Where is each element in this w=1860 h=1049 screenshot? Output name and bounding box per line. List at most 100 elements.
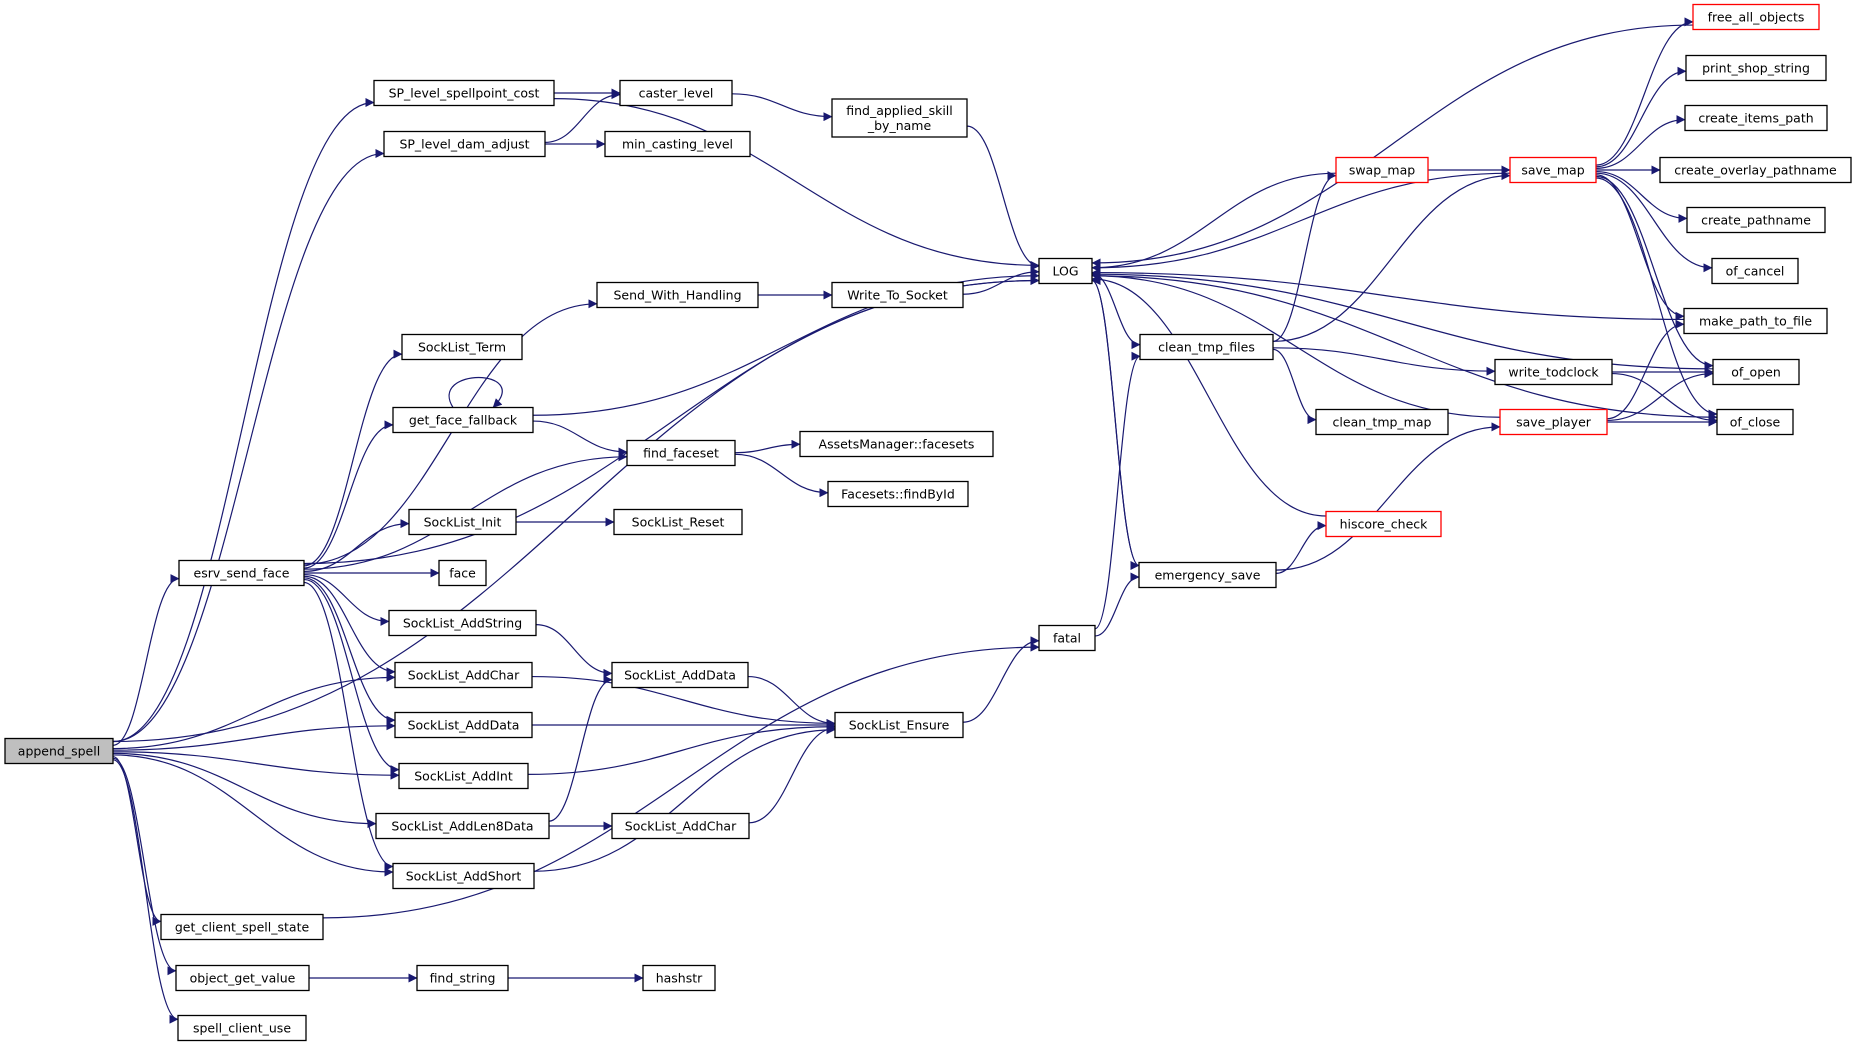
node-socklist-term[interactable]: SockList_Term [401,333,523,361]
node-assetsmanager-facesets[interactable]: AssetsManager::facesets [799,430,994,458]
node-socklist-reset[interactable]: SockList_Reset [613,508,743,536]
node-of-open[interactable]: of_open [1712,358,1800,386]
call-edge-save_map-to-print_shop_string [1595,66,1687,168]
node-find-faceset[interactable]: find_faceset [626,439,736,467]
node-socklist-addint[interactable]: SockList_AddInt [398,762,529,790]
node-box [388,609,537,637]
node-socklist-adddata-2[interactable]: SockList_AddData [611,661,749,689]
call-edge-emergency_save-to-hiscore_check [1275,521,1327,574]
call-edge-get_face_fallback-to-get_face_fallback [448,377,503,408]
node-socklist-addchar-1[interactable]: SockList_AddChar [394,661,533,689]
node-find-string[interactable]: find_string [416,964,509,992]
node-save-map[interactable]: save_map [1509,156,1597,184]
node-free-all-objects[interactable]: free_all_objects [1692,3,1820,31]
node-box [1692,3,1820,31]
call-edge-esrv_send_face-to-SockList_AddInt [303,578,400,775]
node-label: SockList_AddString [403,616,522,631]
node-box [394,711,533,739]
node-label: of_cancel [1726,264,1785,279]
node-label: Write_To_Socket [847,288,948,303]
node-caster-level[interactable]: caster_level [619,79,733,107]
call-edge-save_player-to-make_path_to_file [1606,319,1685,420]
call-edge-get_client_spell_state-to-fatal [322,642,1040,919]
node-clean-tmp-files[interactable]: clean_tmp_files [1139,333,1274,361]
node-socklist-ensure[interactable]: SockList_Ensure [834,711,964,739]
node-swap-map[interactable]: swap_map [1335,156,1429,184]
node-min-casting-level[interactable]: min_casting_level [604,130,751,158]
node-get-client-spell-state[interactable]: get_client_spell_state [160,913,324,941]
call-edge-save_map-to-create_items_path [1595,115,1686,169]
node-write-to-socket[interactable]: Write_To_Socket [831,281,964,309]
node-box [1139,333,1274,361]
call-edge-make_path_to_file-to-LOG [1091,268,1685,321]
node-label: append_spell [18,744,100,759]
node-spell-client-use[interactable]: spell_client_use [177,1014,307,1042]
node-label: SockList_AddChar [625,819,737,834]
node-facesets-findbyid[interactable]: Facesets::findById [827,480,969,508]
node-box [827,480,969,508]
node-emergency-save[interactable]: emergency_save [1138,561,1277,589]
call-edge-find_faceset-to-AssetsManager_facesets [734,439,801,454]
node-box [626,439,736,467]
node-box [799,430,994,458]
node-face[interactable]: face [438,559,487,587]
node-clean-tmp-map[interactable]: clean_tmp_map [1315,408,1449,436]
node-create-pathname[interactable]: create_pathname [1686,206,1826,234]
node-make-path-to-file[interactable]: make_path_to_file [1683,307,1828,335]
node-label: SockList_AddInt [414,769,513,784]
node-box [178,559,305,587]
node-print-shop-string[interactable]: print_shop_string [1685,54,1827,82]
node-box [596,281,759,309]
call-edge-esrv_send_face-to-SockList_AddChar_1 [303,575,396,677]
node-hashstr[interactable]: hashstr [642,964,716,992]
node-append-spell[interactable]: append_spell [4,737,114,765]
node-label: spell_client_use [193,1021,291,1036]
node-of-close[interactable]: of_close [1716,408,1794,436]
node-sp-level-spellpoint-cost[interactable]: SP_level_spellpoint_cost [373,79,555,107]
node-create-overlay-pathname[interactable]: create_overlay_pathname [1659,156,1852,184]
node-of-cancel[interactable]: of_cancel [1711,257,1799,285]
node-fatal[interactable]: fatal [1038,624,1096,652]
node-label: _by_name [867,118,932,133]
node-find-applied-skill-by-name[interactable]: find_applied_skill_by_name [831,98,968,138]
node-label: min_casting_level [622,137,733,152]
node-box [1509,156,1597,184]
call-edge-esrv_send_face-to-SockList_AddShort [303,581,394,871]
call-edge-save_map-to-of_close [1595,177,1718,419]
node-box [1038,257,1093,285]
node-box [175,964,310,992]
call-edge-append_spell-to-get_client_spell_state [112,755,162,926]
node-box [375,812,550,840]
node-label: Send_With_Handling [613,288,741,303]
edges-layer [112,17,1718,1024]
node-label: SockList_Term [418,340,506,355]
node-box [4,737,114,765]
node-socklist-addchar-2[interactable]: SockList_AddChar [611,812,750,840]
node-send-with-handling[interactable]: Send_With_Handling [596,281,759,309]
node-box [1335,156,1429,184]
call-edge-LOG-to-of_close [1091,275,1718,422]
node-label: find_applied_skill [846,103,953,118]
node-get-face-fallback[interactable]: get_face_fallback [392,406,534,434]
node-socklist-addstring[interactable]: SockList_AddString [388,609,537,637]
node-socklist-init[interactable]: SockList_Init [408,508,517,536]
node-socklist-addlen8data[interactable]: SockList_AddLen8Data [375,812,550,840]
node-box [642,964,716,992]
node-socklist-adddata-1[interactable]: SockList_AddData [394,711,533,739]
node-sp-level-dam-adjust[interactable]: SP_level_dam_adjust [383,130,546,158]
node-log[interactable]: LOG [1038,257,1093,285]
node-save-player[interactable]: save_player [1499,408,1608,436]
node-label: clean_tmp_files [1158,340,1255,355]
node-esrv-send-face[interactable]: esrv_send_face [178,559,305,587]
node-write-todclock[interactable]: write_todclock [1494,358,1613,386]
node-create-items-path[interactable]: create_items_path [1684,104,1828,132]
node-hiscore-check[interactable]: hiscore_check [1325,510,1442,538]
node-object-get-value[interactable]: object_get_value [175,964,310,992]
call-edge-SockList_AddData_2-to-SockList_Ensure [747,675,836,728]
call-edge-find_applied_skill_by_name-to-LOG [966,125,1040,271]
call-edge-append_spell-to-SockList_AddData_1 [112,721,396,751]
node-label: SockList_AddChar [408,668,520,683]
node-label: face [449,566,476,581]
call-edge-swap_map-to-LOG [1091,172,1337,273]
node-socklist-addshort[interactable]: SockList_AddShort [392,862,535,890]
